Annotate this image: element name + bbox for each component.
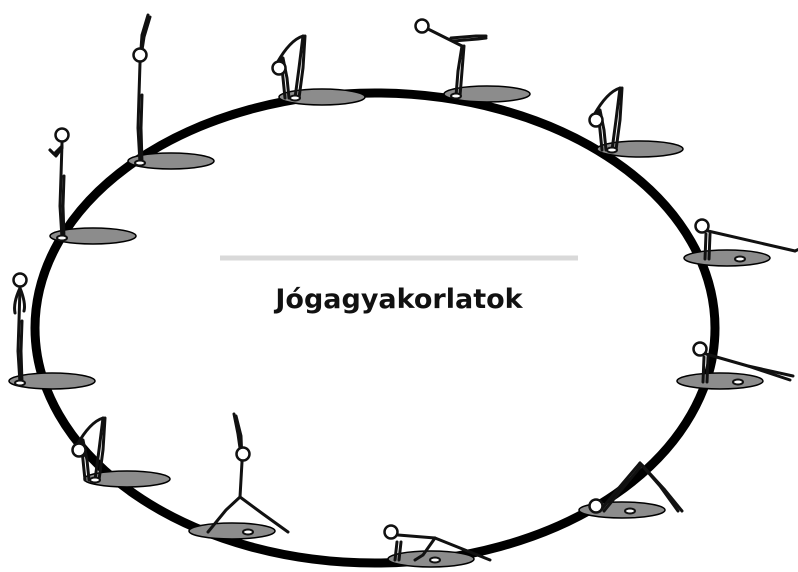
forward-fold-head	[273, 62, 286, 75]
high-lunge-head	[237, 448, 250, 461]
low-lunge-foot	[430, 558, 440, 563]
prayer-pose-limb-1	[60, 143, 62, 238]
mountain-pose-figure	[14, 274, 27, 386]
plank-pose-limb-1	[705, 234, 706, 259]
half-lift-head	[416, 20, 429, 33]
forward-fold-head	[73, 444, 86, 457]
plank-pose-limb-2	[709, 234, 710, 259]
half-lift-foot	[451, 94, 461, 99]
upward-salute-foot	[135, 161, 145, 166]
upward-salute-head	[134, 49, 147, 62]
plank-pose-foot	[735, 257, 745, 262]
downward-dog-head	[590, 500, 603, 513]
forward-fold-figure	[273, 36, 306, 101]
forward-fold-head	[590, 114, 603, 127]
knees-down-plank-head	[694, 343, 707, 356]
mountain-pose-foot	[15, 381, 25, 386]
low-lunge-limb-2	[399, 542, 401, 560]
prayer-pose-limb-2	[63, 176, 64, 238]
mats-layer	[9, 86, 770, 567]
forward-fold-foot	[290, 96, 300, 101]
low-lunge-head	[385, 526, 398, 539]
upward-salute-figure	[134, 15, 151, 166]
high-lunge-figure	[208, 414, 288, 535]
high-lunge-foot	[243, 530, 253, 535]
knees-down-plank-limb-2	[707, 357, 708, 382]
mountain-pose-limb-2	[21, 321, 22, 383]
prayer-pose-head	[56, 129, 69, 142]
knees-down-plank-limb-1	[703, 357, 704, 382]
mountain-pose-limb-1	[18, 288, 20, 383]
low-lunge-limb-1	[395, 542, 397, 560]
downward-dog-foot	[625, 509, 635, 514]
upward-salute-limb-2	[141, 95, 142, 163]
high-lunge-limb-3	[240, 462, 242, 497]
forward-fold-figure	[590, 88, 623, 153]
forward-fold-foot	[607, 148, 617, 153]
mat-11	[189, 523, 275, 539]
plank-pose-head	[696, 220, 709, 233]
knees-down-plank-foot	[733, 380, 743, 385]
prayer-pose-foot	[57, 236, 67, 241]
mat-7	[684, 250, 770, 266]
mountain-pose-head	[14, 274, 27, 287]
plank-pose-limb-3	[708, 231, 795, 251]
forward-fold-foot	[90, 478, 100, 483]
mat-8	[677, 373, 763, 389]
diagram-title: Jógagyakorlatok	[273, 284, 523, 315]
upward-salute-limb-1	[138, 63, 140, 163]
